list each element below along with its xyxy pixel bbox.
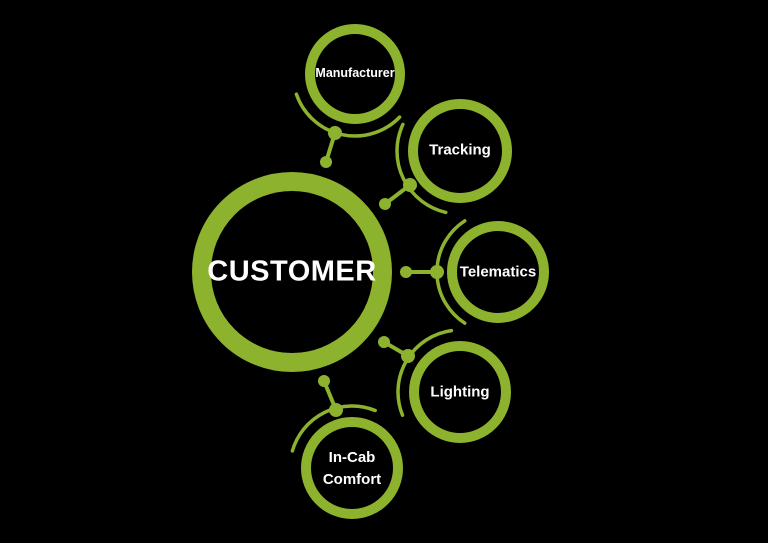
tracking-label: Tracking bbox=[429, 141, 491, 159]
telematics-end-dot bbox=[400, 266, 412, 278]
tracking-arc bbox=[395, 122, 448, 215]
telematics-ring bbox=[447, 221, 549, 323]
lighting-end-dot bbox=[378, 336, 390, 348]
manufacturer-label: Manufacturer bbox=[315, 66, 395, 80]
incab-comfort-label: In-Cab Comfort bbox=[322, 449, 382, 488]
telematics-node-dot bbox=[430, 265, 444, 279]
lighting-label: Lighting bbox=[430, 383, 490, 401]
manufacturer-end-dot bbox=[320, 156, 332, 168]
incab-comfort-ring bbox=[301, 417, 403, 519]
telematics-label: Telematics bbox=[459, 263, 537, 281]
incab-comfort-end-dot bbox=[318, 375, 330, 387]
customer-ring bbox=[192, 172, 392, 372]
lighting-arc bbox=[396, 328, 454, 417]
tracking-end-dot bbox=[379, 198, 391, 210]
lighting-ring bbox=[409, 341, 511, 443]
manufacturer-node-dot bbox=[328, 126, 342, 140]
manufacturer-ring bbox=[305, 24, 405, 124]
lighting-node-dot bbox=[401, 349, 415, 363]
customer-label: CUSTOMER bbox=[207, 255, 377, 288]
tracking-node-dot bbox=[403, 178, 417, 192]
incab-comfort-arc bbox=[290, 404, 377, 453]
tracking-ring bbox=[408, 99, 512, 203]
incab-comfort-node-dot bbox=[329, 403, 343, 417]
